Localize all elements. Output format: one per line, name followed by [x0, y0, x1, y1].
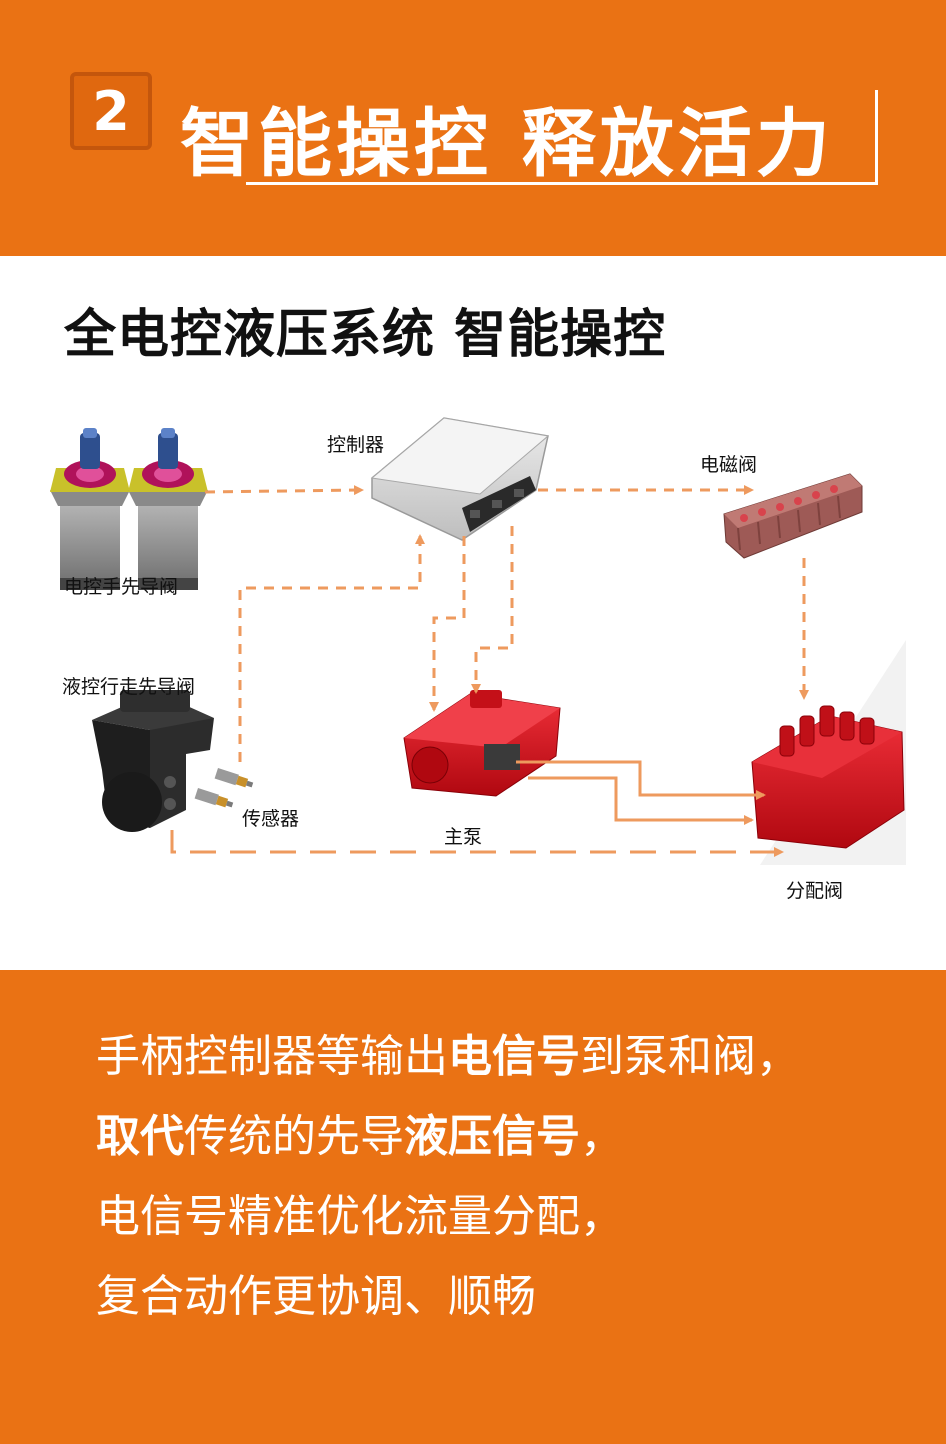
header-banner: 2 智能操控 释放活力	[0, 0, 946, 256]
text-segment: ，	[580, 1111, 624, 1162]
electric-pilot-valve-image	[50, 428, 208, 590]
label-distribution-valve: 分配阀	[786, 880, 844, 902]
controller-image	[370, 417, 550, 541]
description-line-4: 复合动作更协调、顺畅	[96, 1271, 536, 1322]
distribution-valve-image	[751, 705, 905, 849]
text-emphasis: 电信号	[448, 1031, 580, 1082]
label-hydraulic-pilot-valve: 液控行走先导阀	[62, 676, 196, 698]
text-emphasis: 液压信号	[404, 1111, 580, 1162]
solenoid-valve-image	[723, 473, 863, 559]
line-controller-to-pump-b	[471, 526, 514, 694]
line-controller-to-pump-a	[429, 536, 466, 712]
text-segment: 手柄控制器等输出	[96, 1031, 448, 1082]
text-segment: 传统的先导	[184, 1111, 404, 1162]
line-pilot-to-valve	[170, 830, 784, 857]
hydraulic-system-diagram: 控制器 电磁阀 电控手先导阀 液控行走先导阀 传感器 主泵 分配阀	[0, 390, 946, 950]
signal-lines	[170, 485, 809, 857]
line-pilot-to-controller	[204, 485, 364, 496]
main-pump-image	[403, 690, 561, 797]
section-number-badge: 2	[70, 72, 152, 150]
description-line-2: 取代传统的先导液压信号，	[96, 1100, 624, 1164]
sensor-image	[194, 768, 254, 808]
label-controller: 控制器	[327, 434, 385, 456]
text-emphasis: 取代	[96, 1111, 184, 1162]
title-underline	[246, 182, 878, 185]
description-line-1: 手柄控制器等输出电信号到泵和阀，	[96, 1020, 800, 1084]
line-sensor-to-controller	[238, 534, 425, 762]
section-number: 2	[92, 79, 130, 143]
title-side-rule	[875, 90, 878, 185]
section-title: 全电控液压系统 智能操控	[64, 305, 667, 365]
description-panel: 手柄控制器等输出电信号到泵和阀， 取代传统的先导液压信号， 电信号精准优化流量分…	[0, 970, 946, 1444]
label-electric-pilot-valve: 电控手先导阀	[64, 576, 179, 598]
line-pump-to-valve-a	[516, 760, 766, 800]
label-sensor: 传感器	[242, 808, 300, 830]
label-solenoid-valve: 电磁阀	[700, 454, 758, 476]
hydraulic-pilot-valve-image	[92, 690, 214, 832]
header-title: 智能操控 释放活力	[180, 101, 834, 187]
label-main-pump: 主泵	[444, 826, 483, 848]
description-line-3: 电信号精准优化流量分配，	[96, 1191, 624, 1242]
text-segment: 到泵和阀，	[580, 1031, 800, 1082]
line-pump-to-valve-b	[528, 776, 754, 825]
diagram-canvas	[50, 417, 906, 865]
